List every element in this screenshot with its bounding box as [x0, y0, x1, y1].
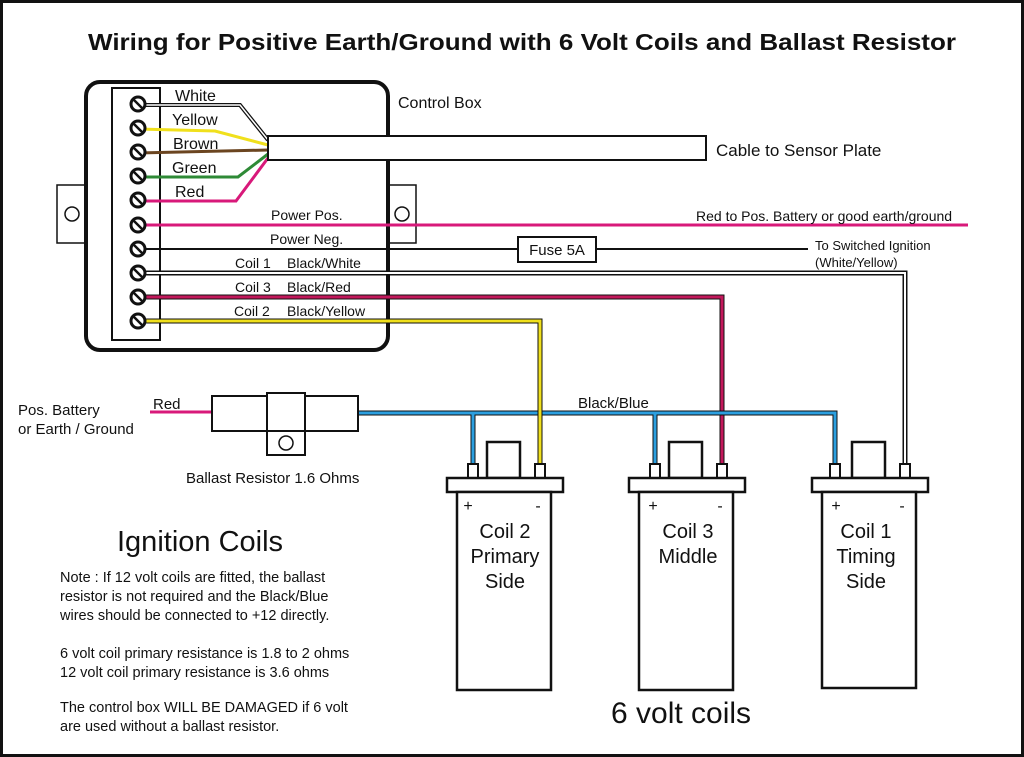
coil-minus-sign: - [899, 498, 904, 515]
coil-plus-sign: + [648, 498, 657, 515]
coil-1: + - Coil 1 Timing Side [810, 440, 930, 690]
coil-minus-sign: - [717, 498, 722, 515]
note-line: wires should be connected to +12 directl… [59, 608, 329, 624]
battery-wire-label: Red [153, 396, 181, 413]
ballast-resistor-label: Ballast Resistor 1.6 Ohms [186, 470, 359, 487]
terminal-screws [129, 95, 147, 330]
note-line: 12 volt coil primary resistance is 3.6 o… [60, 665, 329, 681]
sensor-wire-label-green: Green [172, 160, 216, 177]
coil-3-wire-colour: Black/Red [287, 279, 351, 295]
mounting-hole-icon [278, 435, 294, 451]
coil-minus-sign: - [535, 498, 540, 515]
coil-3: + - Coil 3 Middle [627, 440, 747, 692]
mounting-hole-icon [394, 206, 410, 222]
ballast-resistor [211, 392, 359, 456]
coil-body [455, 490, 553, 692]
note-line: resistor is not required and the Black/B… [60, 589, 328, 605]
coil-name: Coil 1 [840, 521, 891, 543]
coil-body [637, 490, 735, 692]
coil-tower [850, 440, 887, 480]
coil-3-wire [138, 294, 725, 466]
coil-minus-terminal [899, 463, 911, 479]
coil-name: Coil 3 [662, 521, 713, 543]
coil-3-wire-label: Coil 3 [235, 279, 271, 295]
coil-1-wire [138, 270, 908, 466]
sensor-wire-label-red: Red [175, 184, 204, 201]
note-line: are used without a ballast resistor. [60, 719, 279, 735]
terminal-screw-icon [129, 191, 147, 209]
mounting-hole-icon [64, 206, 80, 222]
power-neg-label: Power Neg. [270, 231, 343, 247]
supply-wire-black-blue [358, 410, 838, 466]
sensor-wire-label-white: White [175, 88, 216, 105]
terminal-screw-icon [129, 264, 147, 282]
coil-minus-terminal [716, 463, 728, 479]
coil-minus-terminal [534, 463, 546, 479]
switched-ignition-label: To Switched Ignition [815, 238, 931, 253]
sensor-wire-label-brown: Brown [173, 136, 218, 153]
terminal-screw-icon [129, 240, 147, 258]
coil-2: + - Coil 2 Primary Side [445, 440, 565, 692]
section-heading: Ignition Coils [117, 526, 283, 558]
coil-cap [627, 476, 747, 494]
coil-position-line-2: Side [846, 571, 886, 593]
coil-plus-sign: + [463, 498, 472, 515]
coil-1-wire-label: Coil 1 [235, 255, 271, 271]
coil-cap [810, 476, 930, 494]
coil-plus-sign: + [831, 498, 840, 515]
note-line: Note : If 12 volt coils are fitted, the … [60, 570, 325, 586]
coil-plus-terminal [829, 463, 841, 479]
sensor-wire-red [138, 157, 270, 203]
note-line: The control box WILL BE DAMAGED if 6 vol… [60, 700, 348, 716]
terminal-screw-icon [129, 95, 147, 113]
power-pos-label: Power Pos. [271, 207, 343, 223]
coil-type-label: 6 volt coils [611, 697, 751, 730]
coil-name: Coil 2 [479, 521, 530, 543]
coil-cap [445, 476, 565, 494]
sensor-plate-cable [267, 135, 707, 161]
sensor-plate-cable-label: Cable to Sensor Plate [716, 141, 881, 160]
coil-plus-terminal [467, 463, 479, 479]
ballast-clamp [266, 392, 306, 432]
terminal-screw-icon [129, 167, 147, 185]
coil-position: Primary [471, 546, 540, 568]
supply-wire-label: Black/Blue [578, 395, 649, 412]
coil-position: Timing [836, 546, 895, 568]
fuse-label: Fuse 5A [529, 242, 585, 259]
control-box-label: Control Box [398, 95, 482, 112]
coil-tower [485, 440, 522, 480]
sensor-wire-green [138, 152, 269, 179]
terminal-screw-icon [129, 216, 147, 234]
fuse: Fuse 5A [517, 236, 597, 263]
coil-position: Middle [659, 546, 718, 568]
notes: Note : If 12 volt coils are fitted, the … [59, 570, 349, 735]
power-pos-destination-label: Red to Pos. Battery or good earth/ground [696, 208, 952, 224]
terminal-screw-icon [129, 119, 147, 137]
coil-plus-terminal [649, 463, 661, 479]
coil-2-wire [138, 318, 543, 466]
coil-2-wire-label: Coil 2 [234, 303, 270, 319]
sensor-wire-brown [137, 148, 269, 155]
coil-2-wire-colour: Black/Yellow [287, 303, 366, 319]
sensor-wire-white [138, 103, 270, 142]
coil-1-wire-colour: Black/White [287, 255, 361, 271]
sensor-wire-label-yellow: Yellow [172, 112, 218, 129]
battery-label-earth: or Earth / Ground [18, 421, 134, 438]
coil-position-line-2: Side [485, 571, 525, 593]
diagram-title: Wiring for Positive Earth/Ground with 6 … [88, 29, 956, 55]
sensor-wire-yellow [137, 127, 269, 147]
coil-body [820, 490, 918, 690]
switched-ignition-colour-label: (White/Yellow) [815, 255, 898, 270]
terminal-screw-icon [129, 288, 147, 306]
terminal-screw-icon [129, 312, 147, 330]
coil-tower [667, 440, 704, 480]
battery-label: Pos. Battery [18, 402, 100, 419]
terminal-screw-icon [129, 143, 147, 161]
note-line: 6 volt coil primary resistance is 1.8 to… [60, 646, 349, 662]
